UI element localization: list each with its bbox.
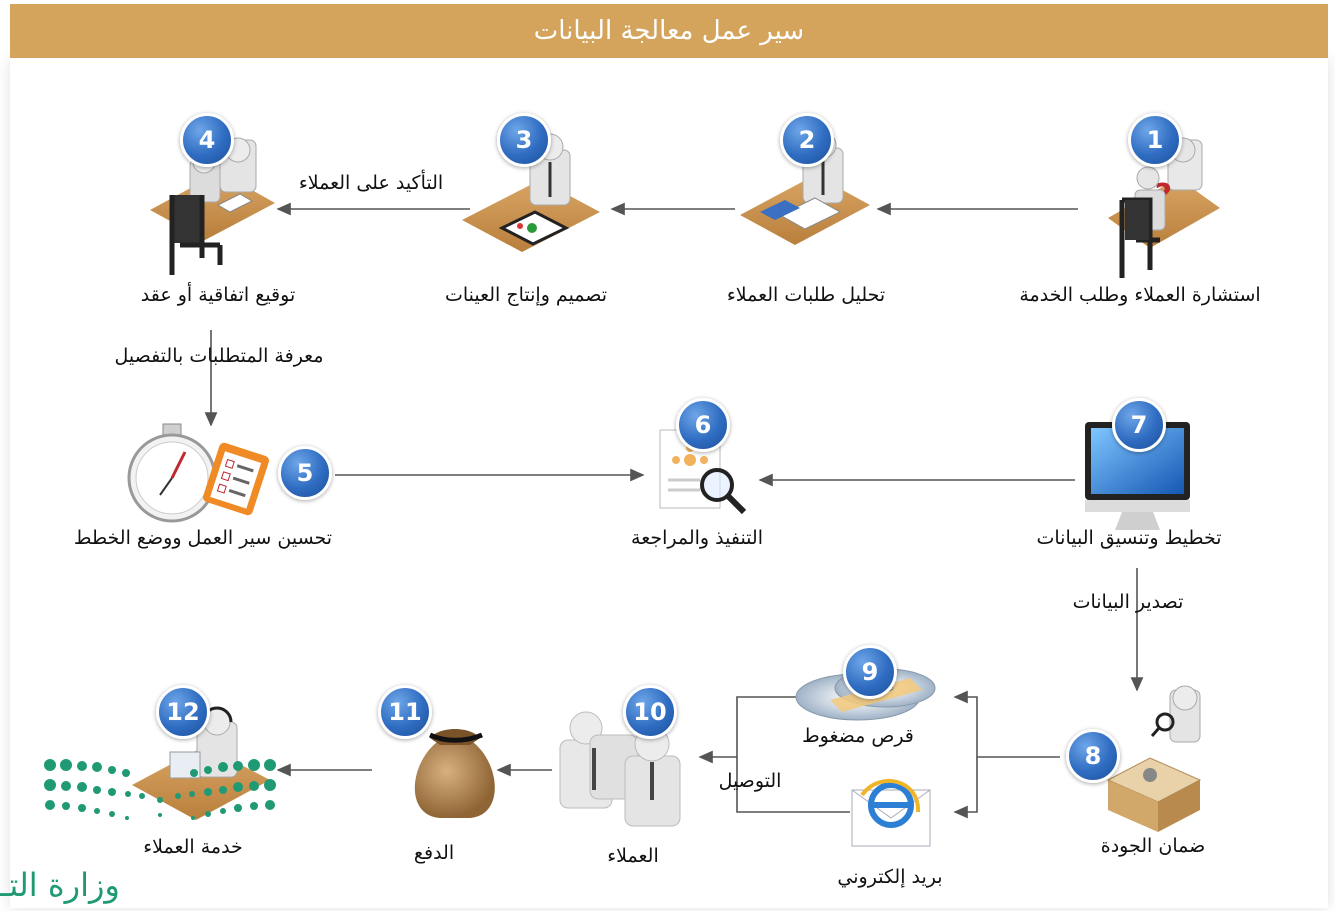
delivery-label: التوصيل xyxy=(718,770,782,792)
step-7-badge: 7 xyxy=(1112,398,1166,452)
step-6-number: 6 xyxy=(694,411,712,439)
email-label: بريد إلكتروني xyxy=(837,866,943,888)
step-7-label: تخطيط وتنسيق البيانات xyxy=(1036,527,1222,549)
step-3-badge: 3 xyxy=(497,113,551,167)
step-5-label: تحسين سير العمل ووضع الخطط xyxy=(73,527,333,549)
step-2-label: تحليل طلبات العملاء xyxy=(726,284,886,306)
customers-icon xyxy=(559,711,681,827)
ministry-logo-text: وزارة التـ xyxy=(0,866,120,904)
step-11-number: 11 xyxy=(388,698,422,726)
step-1-badge: 1 xyxy=(1128,113,1182,167)
step-1-label: استشارة العملاء وطلب الخدمة xyxy=(1019,284,1261,306)
arrow-8-email xyxy=(953,757,978,819)
step-2-number: 2 xyxy=(798,126,816,154)
step-9-label: قرص مضغوط xyxy=(802,725,914,747)
confirm-customers-label: التأكيد على العملاء xyxy=(298,172,444,194)
step-2-badge: 2 xyxy=(780,113,834,167)
step-6-badge: 6 xyxy=(676,398,730,452)
step-8-number: 8 xyxy=(1084,742,1102,770)
connectors xyxy=(204,202,1144,819)
step-4-number: 4 xyxy=(198,126,216,154)
step-12-number: 12 xyxy=(166,698,200,726)
step-3-number: 3 xyxy=(515,126,533,154)
step-4-badge: 4 xyxy=(180,113,234,167)
step-10-label: العملاء xyxy=(607,845,659,867)
export-data-label: تصدير البيانات xyxy=(1072,591,1184,613)
step-8-badge: 8 xyxy=(1066,729,1120,783)
step-9-badge: 9 xyxy=(843,645,897,699)
step-5-badge: 5 xyxy=(278,446,332,500)
computer-monitor-icon xyxy=(1085,422,1190,530)
diagram-title: سير عمل معالجة البيانات xyxy=(533,16,805,46)
bracket-9-email xyxy=(736,696,850,813)
step-7-number: 7 xyxy=(1130,411,1148,439)
step-4-label: توقيع اتفاقية أو عقد xyxy=(140,284,296,306)
email-icon xyxy=(851,778,931,847)
step-3-label: تصميم وإنتاج العينات xyxy=(444,284,608,306)
title-bar: سير عمل معالجة البيانات xyxy=(10,4,1328,58)
detailed-requirements-label: معرفة المتطلبات بالتفصيل xyxy=(114,345,324,367)
step-12-badge: 12 xyxy=(156,685,210,739)
stopwatch-checklist-icon xyxy=(127,423,270,523)
step-9-number: 9 xyxy=(861,658,879,686)
step-11-label: الدفع xyxy=(413,842,455,864)
money-bag-icon xyxy=(414,729,495,818)
step-5-number: 5 xyxy=(296,459,314,487)
step-11-badge: 11 xyxy=(378,685,432,739)
logo-dots-icon xyxy=(44,759,276,820)
step-10-number: 10 xyxy=(633,698,667,726)
quality-inspection-icon xyxy=(1106,685,1202,832)
step-1-number: 1 xyxy=(1146,126,1164,154)
step-12-label: خدمة العملاء xyxy=(143,836,243,858)
arrow-8-9 xyxy=(953,690,1060,758)
step-8-label: ضمان الجودة xyxy=(1100,835,1206,857)
step-10-badge: 10 xyxy=(623,685,677,739)
step-6-label: التنفيذ والمراجعة xyxy=(631,527,763,549)
